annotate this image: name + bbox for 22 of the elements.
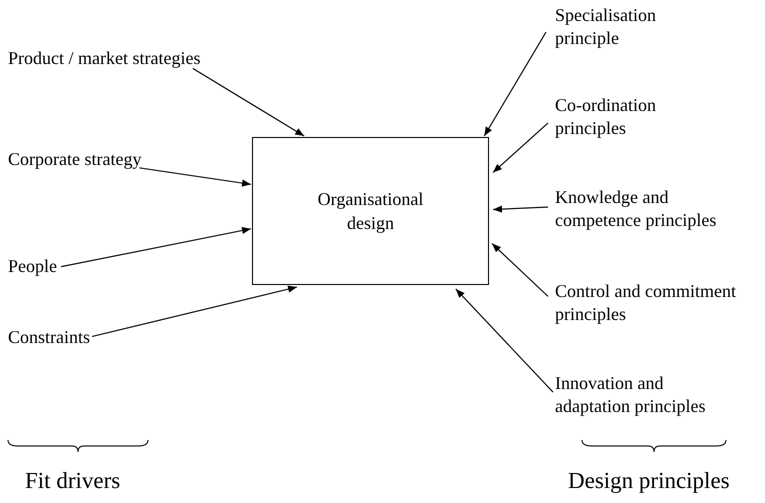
arrow [139, 167, 252, 187]
factor-label: Corporate strategy [8, 148, 142, 172]
arrow [455, 288, 554, 392]
arrow [492, 206, 548, 213]
arrow [60, 227, 252, 268]
factor-label: Control and commitment principles [555, 280, 739, 327]
arrow [492, 243, 548, 297]
arrow [92, 286, 298, 338]
factor-label: Co-ordination principles [555, 94, 705, 141]
process-box [252, 137, 489, 285]
group-label: Fit drivers [25, 468, 120, 494]
factor-label: Product / market strategies [8, 47, 200, 70]
factor-label: Knowledge and competence principles [555, 186, 750, 233]
arrow [492, 122, 548, 173]
factor-label: Specialisation principle [555, 4, 705, 51]
arrow [192, 68, 304, 136]
factor-label: Innovation and adaptation principles [555, 372, 737, 419]
arrow [484, 32, 546, 136]
group-label: Design principles [568, 468, 730, 494]
factor-label: People [8, 255, 57, 278]
factor-label: Constraints [8, 326, 90, 350]
node-text: Organisational design [316, 188, 424, 235]
